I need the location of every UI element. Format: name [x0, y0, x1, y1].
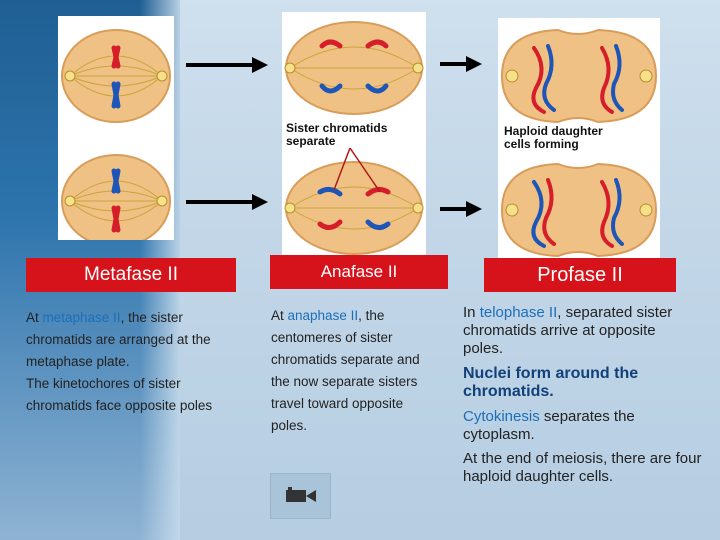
telophase-link[interactable]: telophase II: [479, 304, 558, 321]
telophase-description: In telophase II, separated sister chroma…: [463, 304, 683, 358]
anaphase-link[interactable]: anaphase II: [287, 308, 359, 323]
text-run: , separated sister chromatids arrive at …: [463, 304, 673, 357]
text-run: , the sister chromatids are arranged at …: [26, 310, 211, 369]
cytokinesis-description: Cytokinesis separates the cytoplasm.: [463, 408, 663, 444]
meiosis-summary: At the end of meiosis, there are four ha…: [463, 450, 702, 485]
metaphase-cells-illustration: [61, 29, 171, 248]
arrow-icon: [186, 194, 268, 210]
text-run: separates the cytoplasm.: [463, 408, 635, 443]
video-camera-icon: [285, 487, 316, 502]
haploid-cells-annotation: Haploid daughter cells forming: [504, 125, 654, 151]
text-run: In: [463, 304, 480, 321]
phase-title-metafase: Metafase II: [26, 258, 236, 292]
metaphase-link[interactable]: metaphase II: [42, 310, 121, 325]
annotation-line: Sister chromatids: [286, 121, 388, 135]
arrow-icon: [186, 57, 268, 73]
metaphase-image-panel: [58, 16, 174, 248]
annotation-line: Haploid daughter: [504, 124, 603, 138]
anaphase-description: At anaphase II, the centomeres of sister…: [271, 305, 431, 437]
telophase-cells-illustration: [500, 28, 658, 258]
cytokinesis-link[interactable]: Cytokinesis: [463, 408, 540, 425]
arrow-icon: [440, 56, 482, 72]
text-run: At: [26, 310, 43, 325]
kinetochore-description: The kinetochores of sister chromatids fa…: [26, 376, 213, 413]
annotation-line: separate: [286, 134, 336, 148]
phase-title-profase: Profase II: [484, 258, 676, 292]
metaphase-description: At metaphase II, the sister chromatids a…: [26, 307, 216, 373]
sister-chromatids-annotation: Sister chromatids separate: [286, 122, 418, 148]
nuclei-form-statement: Nuclei form around the chromatids.: [463, 365, 639, 400]
text-run: , the centomeres of sister chromatids se…: [271, 308, 420, 433]
phase-title-anafase: Anafase II: [270, 255, 448, 289]
arrow-icon: [440, 201, 482, 217]
video-button[interactable]: [270, 473, 331, 519]
annotation-line: cells forming: [504, 137, 579, 151]
text-run: At: [271, 308, 288, 323]
anaphase-cells-illustration: [284, 21, 424, 255]
